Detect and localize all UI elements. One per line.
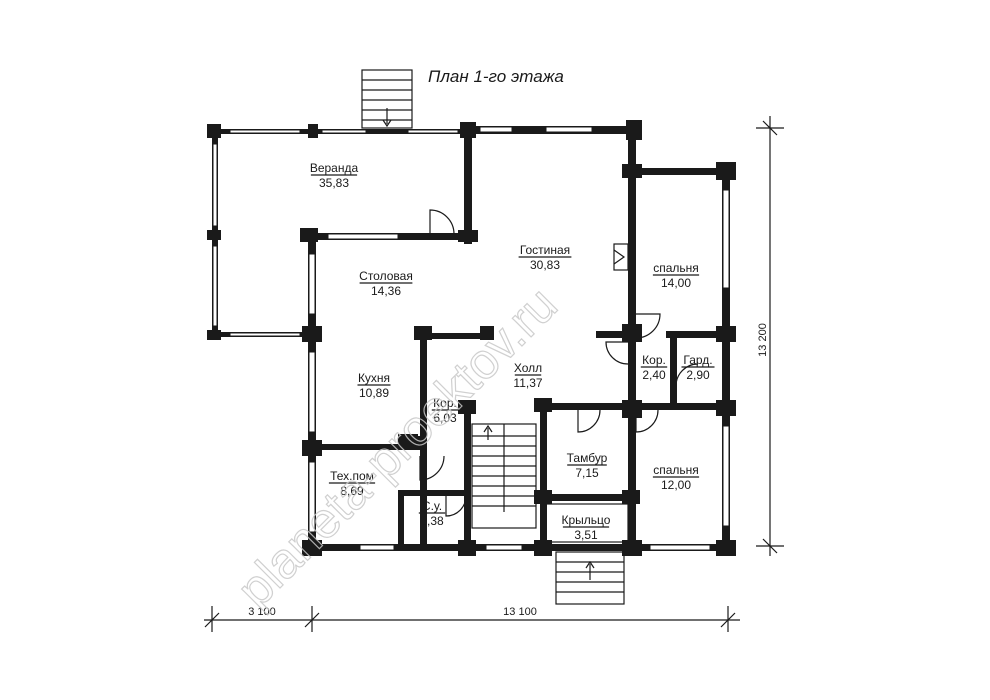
- room-area: 3,38: [420, 514, 444, 528]
- room-name: Гард.: [683, 353, 712, 367]
- room-name: Столовая: [359, 269, 413, 283]
- room-area: 8,69: [340, 484, 364, 498]
- room-name: Кухня: [358, 371, 390, 385]
- room-name: Кор.: [433, 396, 457, 410]
- porch-steps: [555, 551, 625, 605]
- fireplace: [613, 243, 629, 271]
- room-area: 2,40: [642, 368, 666, 382]
- room-name: Холл: [514, 361, 542, 375]
- room-name: С.у.: [422, 499, 442, 513]
- stove-block: [398, 434, 418, 444]
- dim-height: 13 200: [757, 323, 769, 357]
- room-name: Крыльцо: [562, 513, 611, 527]
- room-area: 6,03: [433, 411, 457, 425]
- room-area: 11,37: [513, 376, 542, 390]
- room-area: 10,89: [359, 386, 389, 400]
- watermark: planeta-proektov.ru: [226, 276, 568, 618]
- veranda-steps: [361, 69, 413, 129]
- room-area: 35,83: [319, 176, 349, 190]
- room-area: 30,83: [530, 258, 560, 272]
- room-name: спальня: [653, 463, 699, 477]
- plan-title: План 1-го этажа: [428, 67, 564, 86]
- doors: [419, 209, 699, 517]
- windows: [212, 126, 730, 551]
- room-name: Гостиная: [520, 243, 570, 257]
- dim-left-width: 3 100: [248, 606, 276, 618]
- room-area: 2,90: [686, 368, 710, 382]
- staircase: [471, 423, 537, 529]
- room-name: Веранда: [310, 161, 359, 175]
- room-su: С.у.3,38: [418, 499, 446, 528]
- room-kor-2: Кор.2,40: [640, 353, 668, 382]
- dimension-lines: [204, 116, 784, 632]
- room-kor-1: Кор.6,03: [431, 396, 459, 425]
- room-name: Тамбур: [567, 451, 608, 465]
- room-gard: Гард.2,90: [681, 353, 715, 382]
- room-area: 7,15: [575, 466, 599, 480]
- room-name: спальня: [653, 261, 699, 275]
- room-name: Кор.: [642, 353, 666, 367]
- room-area: 12,00: [661, 478, 691, 492]
- room-area: 3,51: [574, 528, 598, 542]
- dim-main-width: 13 100: [503, 606, 537, 618]
- room-name: Тех.пом: [330, 469, 374, 483]
- room-area: 14,00: [661, 276, 691, 290]
- porch-outline: [545, 503, 629, 543]
- room-area: 14,36: [371, 284, 401, 298]
